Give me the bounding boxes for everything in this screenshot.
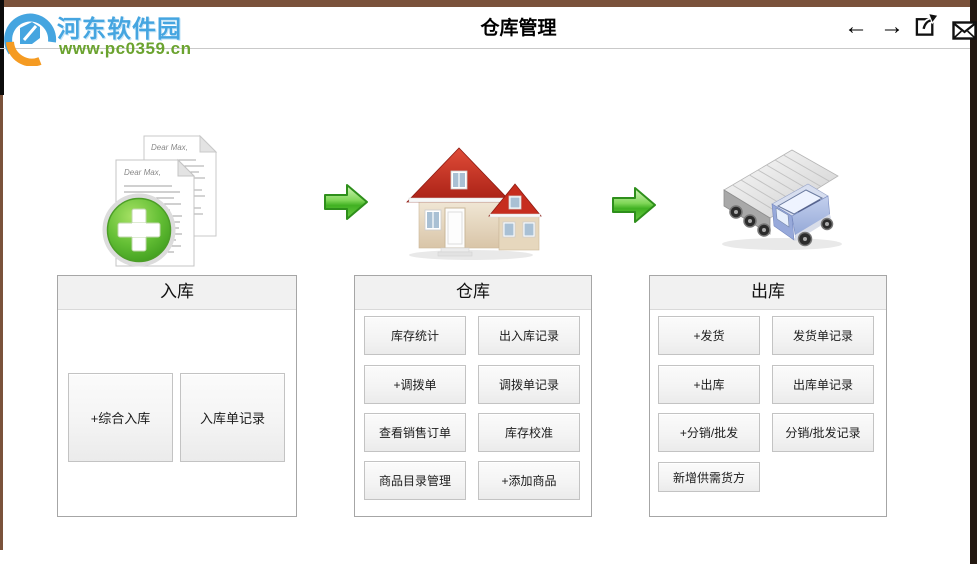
- stock-calibration-button[interactable]: 库存校准: [478, 413, 580, 452]
- outbound-button[interactable]: +出库: [658, 365, 760, 404]
- transfer-order-button[interactable]: +调拨单: [364, 365, 466, 404]
- site-logo-icon: [4, 13, 57, 66]
- panel-outbound-title: 出库: [650, 276, 886, 310]
- inbound-records-button[interactable]: 入库单记录: [180, 373, 285, 462]
- outbound-records-button[interactable]: 出库单记录: [772, 365, 874, 404]
- panel-inbound-title: 入库: [58, 276, 296, 310]
- warehouse-house-icon: [406, 147, 542, 260]
- add-product-button[interactable]: +添加商品: [478, 461, 580, 500]
- view-sales-orders-button[interactable]: 查看销售订单: [364, 413, 466, 452]
- panel-warehouse-title: 仓库: [355, 276, 591, 310]
- mail-button[interactable]: [951, 17, 977, 43]
- forward-button[interactable]: →: [879, 14, 905, 40]
- left-border-strip: [0, 95, 3, 550]
- composite-inbound-button[interactable]: +综合入库: [68, 373, 173, 462]
- forward-icon: →: [880, 13, 904, 40]
- distribution-wholesale-button[interactable]: +分销/批发: [658, 413, 760, 452]
- right-border-strip: [970, 0, 977, 564]
- add-supplier-demand-button[interactable]: 新增供需货方: [658, 462, 760, 492]
- top-border-bar: [4, 0, 970, 7]
- in-out-records-button[interactable]: 出入库记录: [478, 316, 580, 355]
- back-button[interactable]: ←: [843, 14, 869, 40]
- ship-button[interactable]: +发货: [658, 316, 760, 355]
- distribution-wholesale-records-button[interactable]: 分销/批发记录: [772, 413, 874, 452]
- document-note-text: Dear Max,: [124, 168, 161, 177]
- flow-arrow-icon: [612, 187, 656, 223]
- watermark-site-name: 河东软件园: [57, 16, 182, 43]
- share-icon: [915, 12, 940, 36]
- back-icon: ←: [844, 13, 868, 40]
- panel-outbound: 出库 +发货 发货单记录 +出库 出库单记录 +分销/批发 分销/批发记录 新增…: [649, 275, 887, 517]
- document-note-text: Dear Max,: [151, 143, 188, 152]
- page-title: 仓库管理: [480, 18, 557, 39]
- watermark-site-url: www.pc0359.cn: [59, 39, 192, 58]
- toolbar-separator: [0, 48, 970, 49]
- add-documents-icon: Dear Max, Dear Max,: [102, 134, 218, 267]
- delivery-truck-icon: [722, 149, 842, 250]
- panel-warehouse: 仓库 库存统计 出入库记录 +调拨单 调拨单记录 查看销售订单 库存校准 商品目…: [354, 275, 592, 517]
- product-catalog-button[interactable]: 商品目录管理: [364, 461, 466, 500]
- transfer-records-button[interactable]: 调拨单记录: [478, 365, 580, 404]
- stock-statistics-button[interactable]: 库存统计: [364, 316, 466, 355]
- flow-arrow-icon: [324, 184, 368, 220]
- shipping-records-button[interactable]: 发货单记录: [772, 316, 874, 355]
- share-button[interactable]: [914, 12, 940, 38]
- left-border-strip-top: [0, 0, 4, 95]
- mail-icon: [951, 20, 977, 40]
- panel-inbound: 入库 +综合入库 入库单记录: [57, 275, 297, 517]
